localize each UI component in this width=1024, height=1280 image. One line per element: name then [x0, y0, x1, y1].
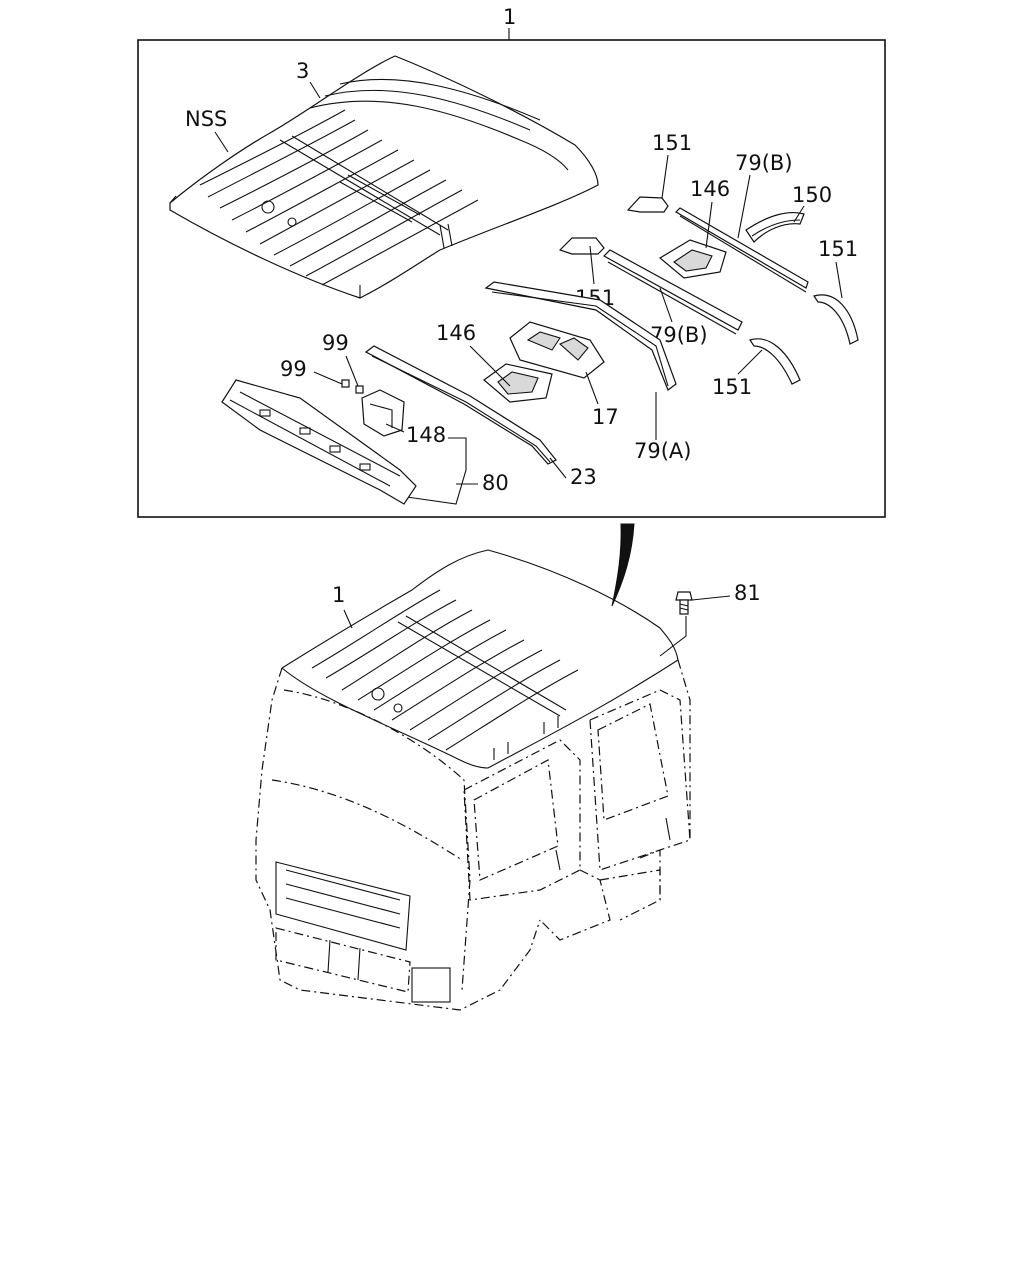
roof-panel: [169, 55, 599, 299]
plate-146-top: [658, 239, 727, 279]
exploded-view-frame: [137, 39, 886, 518]
label-part-17: 17: [592, 405, 619, 429]
label-rail-79b-top: 79(B): [735, 151, 793, 175]
label-rail-79a: 79(A): [634, 439, 691, 463]
rail-79b-mid: [603, 249, 743, 335]
rail-79a: [484, 281, 677, 391]
label-part-148: 148: [406, 423, 446, 447]
label-bracket-151-a: 151: [652, 131, 692, 155]
leader-bolt-81: [691, 595, 731, 601]
label-plate-146-mid: 146: [436, 321, 476, 345]
leader-bracket-151-a: [661, 154, 669, 199]
leader-part-23: [549, 457, 567, 479]
part-80: [221, 379, 417, 505]
leader-bracket-151-b: [835, 261, 843, 299]
part-148: [361, 389, 405, 437]
leader-part-150: [793, 205, 805, 223]
assembly-arrow: [611, 523, 635, 607]
bracket-151-top: [626, 196, 669, 213]
bracket-151-lower: [749, 338, 801, 385]
label-cab-roof: 1: [332, 583, 345, 607]
label-top-assembly: 1: [503, 5, 516, 29]
bolt-81: [675, 591, 693, 615]
leader-rail-79b-mid: [659, 287, 673, 323]
bracket-151-mid: [558, 237, 605, 255]
leader-roof-panel: [309, 81, 321, 99]
part-99: [341, 379, 364, 394]
label-roof-panel: 3: [296, 59, 309, 83]
label-bracket-151-d: 151: [712, 375, 752, 399]
leader-cab-roof: [343, 609, 353, 629]
leader-part-99-b: [313, 371, 343, 385]
leader-nss: [214, 131, 229, 153]
leader-part-99-a: [345, 355, 359, 387]
label-part-80: 80: [482, 471, 509, 495]
label-part-150: 150: [792, 183, 832, 207]
plate-146-mid: [483, 363, 553, 403]
label-bracket-151-b: 151: [818, 237, 858, 261]
leader-part-148: [385, 423, 405, 433]
label-bolt-81: 81: [734, 581, 761, 605]
part-17: [509, 321, 605, 379]
bracket-151-right: [813, 294, 859, 345]
cab-assembly: [255, 549, 691, 1011]
part-23: [364, 345, 557, 465]
label-plate-146-top: 146: [690, 177, 730, 201]
leader-part-17: [585, 371, 599, 405]
leader-plate-146-mid: [469, 345, 511, 387]
label-nss: NSS: [185, 107, 227, 131]
part-150: [745, 211, 805, 243]
leader-plate-146-top: [705, 201, 713, 249]
leader-bracket-151-d: [737, 349, 763, 375]
leader-bracket-80-148: [399, 437, 467, 505]
leader-bracket-151-c: [589, 245, 595, 285]
label-part-23: 23: [570, 465, 597, 489]
leader-rail-79b-top: [737, 174, 751, 239]
label-part-99-b: 99: [280, 357, 307, 381]
label-part-99-a: 99: [322, 331, 349, 355]
